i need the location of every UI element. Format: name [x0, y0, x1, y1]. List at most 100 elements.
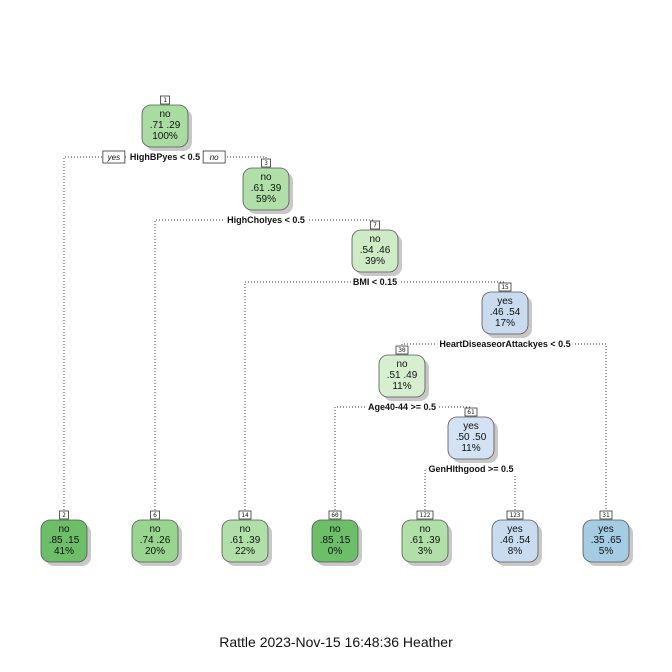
node-box [351, 229, 399, 273]
node-pct: 11% [392, 381, 411, 392]
node-pct: 39% [365, 256, 385, 267]
svg-text:yes: yes [107, 153, 120, 162]
node-pct: 0% [328, 546, 343, 557]
svg-text:60: 60 [331, 512, 339, 519]
split-label-bg [127, 151, 203, 163]
node-pct: 100% [152, 131, 178, 142]
node-class: yes [463, 421, 479, 432]
node-id-tag-31: 31 [599, 510, 613, 520]
node-class: no [58, 524, 70, 535]
split-label-bg [225, 214, 307, 226]
node-pct: 20% [145, 546, 165, 557]
tree-edge-15 [401, 343, 607, 510]
node-box [131, 519, 179, 563]
node-box [582, 519, 630, 563]
node-box [378, 354, 426, 398]
split-label-bg [437, 338, 573, 350]
svg-text:2: 2 [62, 512, 66, 519]
node-class: yes [598, 524, 614, 535]
node-class: yes [507, 524, 523, 535]
node-probs: .35 .65 [591, 535, 622, 546]
root-no-tag: no [202, 150, 226, 164]
node-box [221, 519, 269, 563]
node-id-tag-122: 122 [416, 510, 434, 520]
node-probs: .85 .15 [320, 535, 351, 546]
svg-text:7: 7 [373, 222, 377, 229]
node-probs: .61 .39 [410, 535, 441, 546]
node-id-tag-14: 14 [238, 510, 252, 520]
node-pct: 22% [235, 546, 255, 557]
split-label-3: HighCholyes < 0.5 [227, 215, 305, 225]
svg-text:1: 1 [163, 97, 167, 104]
node-class: no [149, 524, 161, 535]
node-probs: .71 .29 [150, 120, 181, 131]
svg-text:3: 3 [264, 160, 268, 167]
split-label-bg [365, 401, 439, 413]
node-pct: 3% [418, 546, 433, 557]
node-class: no [329, 524, 341, 535]
tree-edge-7 [244, 281, 505, 510]
svg-text:14: 14 [241, 512, 249, 519]
node-class: no [239, 524, 251, 535]
node-box [447, 416, 495, 460]
node-class: no [260, 172, 272, 183]
node-pct: 5% [599, 546, 614, 557]
node-probs: .50 .50 [456, 432, 487, 443]
node-id-tag-1: 1 [160, 95, 170, 105]
node-id-tag-2: 2 [59, 510, 69, 520]
footer-caption: Rattle 2023-Nov-15 16:48:36 Heather [219, 634, 453, 650]
node-id-tag-30: 30 [395, 345, 409, 355]
root-yes-tag: yes [102, 150, 126, 164]
node-pct: 11% [461, 443, 480, 454]
tree-edge-30 [334, 406, 471, 510]
node-id-tag-6: 6 [150, 510, 160, 520]
node-class: no [159, 109, 171, 120]
node-probs: .54 .46 [360, 245, 391, 256]
node-box [491, 519, 539, 563]
node-box [311, 519, 359, 563]
node-pct: 17% [495, 318, 515, 329]
node-id-tag-7: 7 [370, 220, 380, 230]
node-box [481, 291, 529, 335]
svg-text:6: 6 [153, 512, 157, 519]
node-id-tag-61: 61 [464, 407, 478, 417]
node-box [242, 167, 290, 211]
node-class: no [396, 359, 408, 370]
node-box [40, 519, 88, 563]
svg-text:31: 31 [602, 512, 610, 519]
node-class: yes [497, 296, 513, 307]
svg-text:no: no [210, 153, 219, 162]
svg-text:61: 61 [467, 409, 475, 416]
node-probs: .61 .39 [251, 183, 282, 194]
node-pct: 59% [256, 194, 276, 205]
svg-text:123: 123 [510, 512, 521, 519]
node-id-tag-123: 123 [506, 510, 524, 520]
node-class: no [369, 234, 381, 245]
split-label-7: BMI < 0.15 [353, 277, 397, 287]
tree-node-60: no.85 .150% 60 [311, 510, 362, 566]
tree-node-31: yes.35 .655% 31 [582, 510, 633, 566]
node-probs: .46 .54 [500, 535, 531, 546]
node-probs: .51 .49 [387, 370, 418, 381]
node-box [401, 519, 449, 563]
svg-text:122: 122 [420, 512, 431, 519]
node-probs: .74 .26 [140, 535, 171, 546]
node-class: no [419, 524, 431, 535]
svg-text:30: 30 [398, 347, 406, 354]
split-label-30: Age40-44 >= 0.5 [368, 402, 436, 412]
node-id-tag-3: 3 [261, 158, 271, 168]
node-pct: 41% [54, 546, 74, 557]
tree-edge-61 [424, 468, 516, 510]
node-box [141, 104, 189, 148]
split-label-bg [350, 276, 400, 288]
node-id-tag-15: 15 [498, 282, 512, 292]
